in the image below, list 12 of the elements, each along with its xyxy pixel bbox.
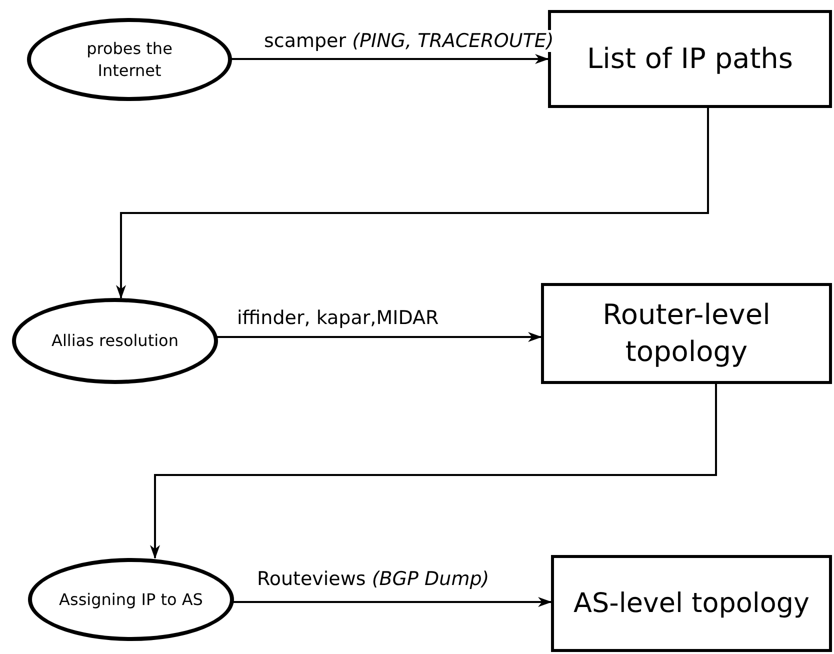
arrow <box>216 332 542 342</box>
arrow <box>230 54 549 64</box>
node-text: Assigning IP to AS <box>59 588 203 610</box>
result-box <box>551 555 832 652</box>
node-text: probes the Internet <box>86 38 174 82</box>
node-text: Allias resolution <box>52 330 178 352</box>
node-text: Router-level topology <box>602 297 772 370</box>
arrow <box>150 384 717 559</box>
result-box <box>541 283 832 384</box>
node-text: AS-level topology <box>573 586 810 621</box>
node-text: List of IP paths <box>586 40 794 77</box>
arrow <box>116 108 709 299</box>
